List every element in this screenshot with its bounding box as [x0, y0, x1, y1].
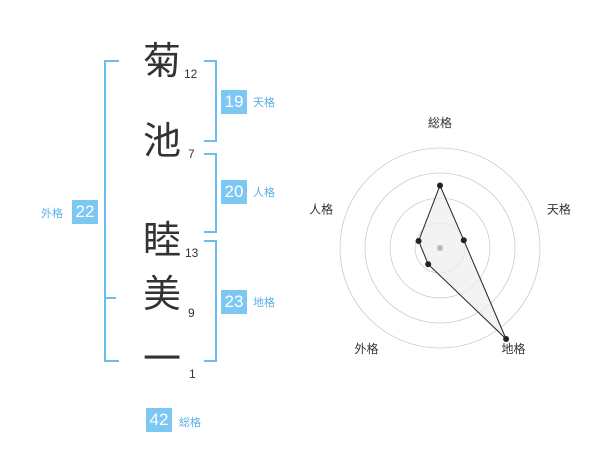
radar-point-2 [460, 237, 467, 244]
stroke-count-1: 12 [184, 67, 198, 81]
name-char-2: 池 [142, 119, 181, 163]
tenkaku-value: 19 [221, 90, 247, 114]
radar-ring-3 [364, 172, 516, 324]
radar-axis-label-1: 総格 [428, 115, 452, 130]
chikaku-bracket [204, 240, 217, 362]
stroke-count-5: 1 [189, 367, 196, 381]
radar-data-polygon [418, 184, 507, 340]
jinkaku-bracket [204, 153, 217, 233]
radar-point-3 [503, 336, 510, 342]
radar-axis-label-4: 外格 [354, 341, 378, 356]
gaikaku-label: 外格 [41, 207, 63, 220]
gaikaku-value: 22 [72, 200, 98, 224]
gaikaku-bracket [104, 60, 119, 362]
radar-axis-label-2: 天格 [547, 201, 571, 216]
jinkaku-value: 20 [221, 180, 247, 204]
radar-axis-label-3: 地格 [501, 341, 525, 356]
jinkaku-label: 人格 [253, 186, 275, 199]
radar-ring-4 [339, 147, 541, 349]
radar-point-1 [437, 182, 443, 189]
gaikaku-bracket-tick [106, 297, 116, 299]
tenkaku-bracket [204, 60, 217, 142]
soukaku-value: 42 [146, 408, 172, 432]
soukaku-label: 総格 [179, 416, 201, 429]
radar-point-5 [415, 238, 422, 244]
name-char-1: 菊 [142, 39, 181, 83]
stroke-count-2: 7 [188, 147, 195, 161]
name-char-3: 睦 [142, 218, 181, 262]
radar-center-dot [437, 245, 443, 251]
name-char-4: 美 [142, 272, 181, 316]
name-char-5: 一 [142, 337, 181, 381]
radar-point-4 [425, 261, 432, 268]
tenkaku-label: 天格 [253, 96, 275, 109]
stroke-count-4: 9 [188, 306, 195, 320]
chikaku-label: 地格 [253, 296, 275, 309]
stroke-count-3: 13 [185, 246, 199, 260]
chikaku-value: 23 [221, 290, 247, 314]
radar-axis-label-5: 人格 [309, 201, 333, 216]
